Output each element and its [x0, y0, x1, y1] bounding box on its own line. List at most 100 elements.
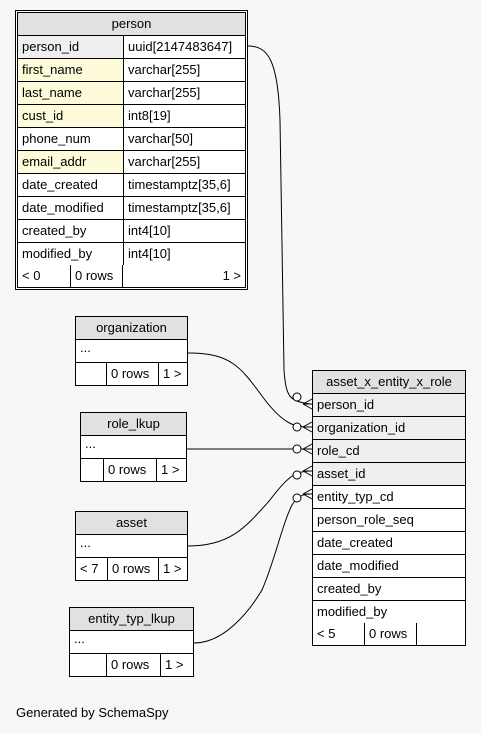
column-name: modified_by: [317, 604, 388, 619]
table-footer: 0 rows 1 >: [70, 654, 193, 676]
children-count[interactable]: 1 >: [158, 363, 187, 385]
table-footer: < 7 0 rows 1 >: [76, 558, 187, 580]
column-name: date_modified: [22, 200, 104, 215]
column-name: email_addr: [18, 151, 123, 173]
parents-count[interactable]: [76, 363, 106, 385]
column-row[interactable]: modified_by int4[10]: [18, 243, 245, 265]
column-name: person_id: [317, 397, 375, 412]
column-name: entity_typ_cd: [317, 489, 394, 504]
column-type: timestamptz[35,6]: [123, 174, 245, 196]
table-organization[interactable]: organization ... 0 rows 1 >: [75, 316, 188, 386]
column-row[interactable]: organization_id: [313, 417, 465, 440]
column-name: created_by: [22, 223, 87, 238]
column-type: timestamptz[35,6]: [123, 197, 245, 219]
link-organization-to-role: [187, 352, 311, 428]
column-name: role_cd: [317, 443, 360, 458]
table-title[interactable]: asset_x_entity_x_role: [313, 371, 465, 394]
column-row[interactable]: person_id: [313, 394, 465, 417]
generator-credit: Generated by SchemaSpy: [16, 705, 169, 720]
columns-ellipsis: ...: [76, 535, 187, 558]
row-count: 0 rows: [364, 623, 416, 645]
table-title[interactable]: role_lkup: [81, 413, 186, 436]
column-row[interactable]: created_by: [313, 578, 465, 601]
column-name: last_name: [18, 82, 123, 104]
column-name: date_modified: [317, 558, 399, 573]
table-role-lkup[interactable]: role_lkup ... 0 rows 1 >: [80, 412, 187, 482]
table-footer: < 5 0 rows: [313, 623, 465, 645]
columns-ellipsis: ...: [70, 631, 193, 654]
row-count: 0 rows: [106, 363, 158, 385]
children-count[interactable]: 1 >: [156, 459, 186, 481]
crowsfoot-icon: [302, 488, 313, 500]
children-count[interactable]: [416, 623, 465, 645]
parents-count[interactable]: < 5: [317, 626, 336, 641]
optional-marker-icon: [292, 470, 302, 480]
column-row[interactable]: role_cd: [313, 440, 465, 463]
column-name: date_created: [317, 535, 393, 550]
parents-count[interactable]: [81, 459, 103, 481]
column-row[interactable]: modified_by: [313, 601, 465, 623]
table-asset-x-entity-x-role[interactable]: asset_x_entity_x_role person_id organizat…: [312, 370, 466, 646]
table-asset[interactable]: asset ... < 7 0 rows 1 >: [75, 511, 188, 581]
column-row[interactable]: entity_typ_cd: [313, 486, 465, 509]
parents-count[interactable]: [70, 654, 106, 676]
column-type: varchar[255]: [123, 82, 245, 104]
table-title[interactable]: person: [18, 13, 245, 36]
row-count: 0 rows: [107, 558, 158, 580]
column-name: person_id: [18, 36, 123, 58]
table-footer: < 0 0 rows 1 >: [18, 265, 245, 287]
column-row[interactable]: created_by int4[10]: [18, 220, 245, 243]
columns-ellipsis: ...: [81, 436, 186, 459]
table-title[interactable]: organization: [76, 317, 187, 340]
column-type: varchar[255]: [123, 59, 245, 81]
optional-marker-icon: [292, 444, 302, 454]
column-row[interactable]: date_modified timestamptz[35,6]: [18, 197, 245, 220]
column-row[interactable]: date_modified: [313, 555, 465, 578]
children-count[interactable]: 1 >: [158, 558, 187, 580]
column-name: organization_id: [317, 420, 406, 435]
column-name: asset_id: [317, 466, 366, 481]
column-type: int8[19]: [123, 105, 245, 127]
column-name: first_name: [18, 59, 123, 81]
optional-marker-icon: [292, 422, 302, 432]
column-type: int4[10]: [123, 220, 245, 242]
optional-marker-icon: [292, 392, 302, 402]
column-name: date_created: [22, 177, 98, 192]
link-person-to-role: [247, 45, 311, 405]
row-count: 0 rows: [103, 459, 156, 481]
children-count[interactable]: 1 >: [160, 654, 193, 676]
children-count[interactable]: 1 >: [122, 265, 245, 287]
column-row[interactable]: date_created: [313, 532, 465, 555]
crowsfoot-icon: [302, 421, 313, 433]
crowsfoot-icon: [302, 465, 313, 477]
link-entity-typ-lkup-to-role: [193, 493, 311, 644]
table-title[interactable]: asset: [76, 512, 187, 535]
column-name: cust_id: [18, 105, 123, 127]
parents-count[interactable]: < 0: [22, 268, 41, 283]
parents-count[interactable]: < 7: [80, 561, 99, 576]
column-type: int4[10]: [123, 243, 245, 265]
table-title[interactable]: entity_typ_lkup: [70, 608, 193, 631]
column-type: uuid[2147483647]: [123, 36, 245, 58]
table-entity-typ-lkup[interactable]: entity_typ_lkup ... 0 rows 1 >: [69, 607, 194, 677]
column-row[interactable]: date_created timestamptz[35,6]: [18, 174, 245, 197]
table-footer: 0 rows 1 >: [76, 363, 187, 385]
column-name: phone_num: [22, 131, 91, 146]
column-row[interactable]: person_role_seq: [313, 509, 465, 532]
column-type: varchar[255]: [123, 151, 245, 173]
crowsfoot-icon: [302, 443, 313, 455]
column-name: person_role_seq: [317, 512, 414, 527]
optional-marker-icon: [292, 493, 302, 503]
crowsfoot-icon: [302, 398, 313, 410]
link-asset-to-role: [187, 470, 311, 547]
column-row[interactable]: asset_id: [313, 463, 465, 486]
column-name: modified_by: [22, 246, 93, 261]
column-name: created_by: [317, 581, 382, 596]
